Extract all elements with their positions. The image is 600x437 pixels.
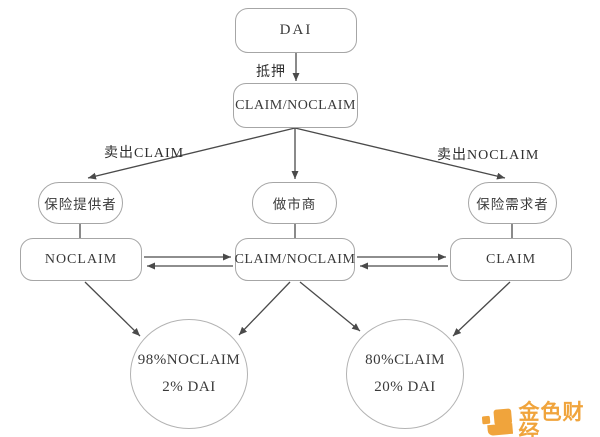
node-noclaim: NOCLAIM (20, 238, 142, 281)
edge-label-collateral: 抵押 (256, 65, 286, 80)
node-pool-claim-dai: 80%CLAIM 20% DAI (346, 319, 464, 429)
node-market-maker: 做市商 (252, 182, 337, 224)
node-claim-noclaim-top: CLAIM/NOCLAIM (233, 83, 358, 128)
pool-right-line2: 20% DAI (374, 379, 436, 395)
edge-label-sell-noclaim: 卖出NOCLAIM (437, 148, 540, 163)
jinse-finance-logo: 金色财经 (482, 402, 600, 437)
node-claim: CLAIM (450, 238, 572, 281)
edge-label-sell-claim: 卖出CLAIM (104, 146, 185, 161)
pool-left-line2: 2% DAI (162, 379, 216, 395)
jinse-finance-logo-icon (482, 408, 514, 436)
node-claim-noclaim-mid: CLAIM/NOCLAIM (235, 238, 355, 281)
node-insurance-provider: 保险提供者 (38, 182, 123, 224)
pool-right-line1: 80%CLAIM (365, 352, 445, 368)
node-dai: DAI (235, 8, 357, 53)
pool-left-line1: 98%NOCLAIM (137, 352, 241, 368)
node-insurance-demander: 保险需求者 (468, 182, 557, 224)
jinse-finance-logo-text: 金色财经 (518, 400, 585, 437)
node-pool-noclaim-dai: 98%NOCLAIM 2% DAI (130, 319, 248, 429)
